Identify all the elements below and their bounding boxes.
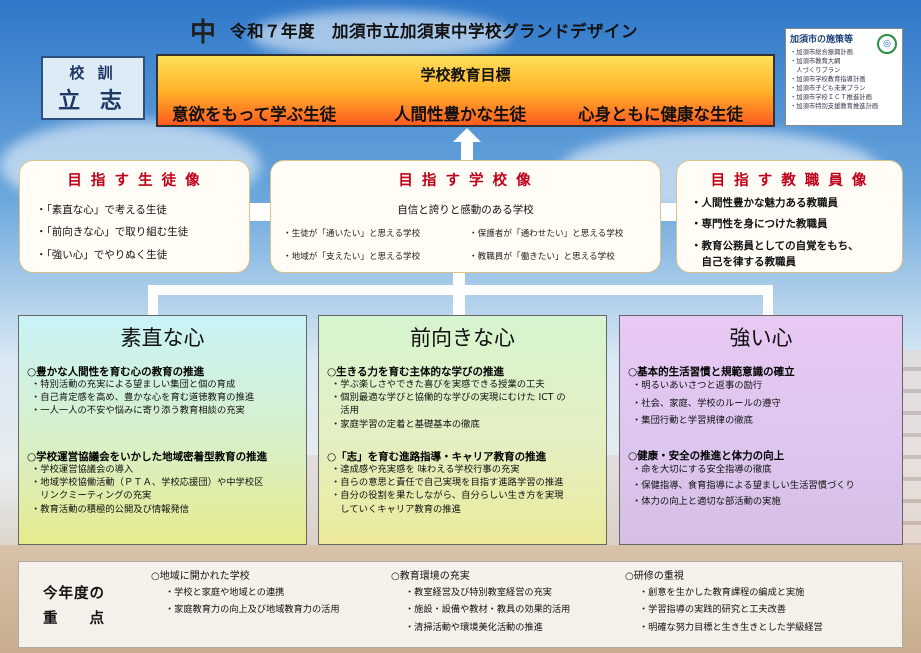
list-item: ・加須市学校ＩＣＴ推進計画 <box>790 94 872 101</box>
connector <box>763 285 773 315</box>
list-item: ・保健指導、食育指導による望ましい生活習慣づくり <box>632 480 855 491</box>
list-item: ・自分の役割を果たしながら、自分らしい生き方を実現 <box>331 490 564 501</box>
list-item: ・学ぶ楽しさやできた喜びを実感できる授業の工夫 <box>331 379 545 390</box>
list-item: ・地域学校協働活動（ＰＴＡ、学校応援団）や中学校区 <box>31 477 264 488</box>
pillar-title: 強い心 <box>729 326 793 350</box>
school-motto-box: 校 訓 立 志 <box>41 56 145 120</box>
list-item: ・社会、家庭、学校のルールの遵守 <box>632 398 781 409</box>
list-item: 自己を律する教職員 <box>691 256 796 268</box>
school-mark: 中 <box>190 17 217 48</box>
list-item: ・家庭教育力の向上及び地域教育力の活用 <box>165 604 340 615</box>
list-item: ・人間性豊かな魅力ある教職員 <box>691 197 838 209</box>
list-item: ・清掃活動や環境美化活動の推進 <box>405 622 543 633</box>
list-item: ・学校と家庭や地域との連携 <box>165 587 285 598</box>
city-policies-box: 加須市の施策等 ◎ ・加須市総合振興計画 ・加須市教育大綱 人づくりプラン ・加… <box>785 28 903 126</box>
pillar-maemuki: 前向きな心 ○生きる力を育む主体的な学びの推進 ・学ぶ楽しさやできた喜びを実感で… <box>318 315 607 545</box>
list-item: ・特別活動の充実による望ましい集団と個の育成 <box>31 379 236 390</box>
staff-aim-box: 目 指 す 教 職 員 像 ・人間性豊かな魅力ある教職員 ・専門性を身につけた教… <box>676 160 903 273</box>
focus-heading: ○地域に開かれた学校 <box>151 571 250 582</box>
list-item: ・家庭学習の定着と基礎基本の徹底 <box>331 419 480 430</box>
list-item: ・個別最適な学びと協働的な学びの実現にむけた ICT の <box>331 392 566 403</box>
focus-heading: ○研修の重視 <box>625 571 684 582</box>
list-item: ・施設・設備や教材・教具の効果的活用 <box>405 604 571 615</box>
list-item: ・「前向きな心」で取り組む生徒 <box>36 226 189 238</box>
goal-item: 心身ともに健康な生徒 <box>578 105 743 124</box>
motto-label: 校 訓 <box>69 63 117 82</box>
title-text: 令和７年度 加須市立加須東中学校グランドデザイン <box>230 22 639 41</box>
list-item: 人づくりプラン <box>790 67 841 74</box>
list-item: ・体力の向上と適切な部活動の実施 <box>632 496 781 507</box>
pillar-title: 素直な心 <box>120 326 205 350</box>
section-heading: ○学校運営協議会をいかした地域密着型教育の推進 <box>27 451 268 463</box>
list-item: ・達成感や充実感を 味わえる学校行事の充実 <box>331 464 520 475</box>
list-item: ・集団行動と学習規律の徹底 <box>632 415 753 426</box>
policies-list: ・加須市総合振興計画 ・加須市教育大綱 人づくりプラン ・加須市学校教育指導計画… <box>790 48 898 111</box>
list-item: ・教育活動の積極的公開及び情報発信 <box>31 504 190 515</box>
list-item: ・地域が「支えたい」と思える学校 <box>283 252 421 262</box>
arrow-up-icon <box>453 128 481 142</box>
list-item: ・自らの意思と責任で自己実現を目指す進路学習の推進 <box>331 477 564 488</box>
goal-title: 学校教育目標 <box>420 66 511 84</box>
list-item: ・加須市総合振興計画 <box>790 49 853 56</box>
school-aim-title: 目 指 す 学 校 像 <box>398 173 533 189</box>
list-item: ・命を大切にする安全指導の徹底 <box>632 464 772 475</box>
list-item: ・学習指導の実践的研究と工夫改善 <box>639 604 786 615</box>
list-item: 活用 <box>331 405 359 416</box>
list-item: ・加須市子ども未来プラン <box>790 85 866 92</box>
list-item: ・創意を生かした教育課程の編成と実施 <box>639 587 805 598</box>
section-heading: ○基本的生活習慣と規範意識の確立 <box>628 366 795 378</box>
list-item: ・明るいあいさつと返事の励行 <box>632 380 763 391</box>
list-item: リンクミーティングの充実 <box>31 490 152 501</box>
page-title: 中 令和７年度 加須市立加須東中学校グランドデザイン <box>190 16 639 48</box>
connector <box>148 285 158 315</box>
pillar-sunao: 素直な心 ○豊かな人間性を育む心の教育の推進 ・特別活動の充実による望ましい集団… <box>18 315 307 545</box>
list-item: ・明確な努力目標と生き生きとした学級経営 <box>639 622 823 633</box>
school-aim-box: 目 指 す 学 校 像 自信と誇りと感動のある学校 ・生徒が「通いたい」と思える… <box>270 160 661 273</box>
list-item: ・加須市特別支援教育推進計画 <box>790 103 879 110</box>
list-item: ・生徒が「通いたい」と思える学校 <box>283 229 421 239</box>
list-item: ・専門性を身につけた教職員 <box>691 218 828 230</box>
list-item: ・教育公務員としての自覚をもち、 <box>691 240 859 252</box>
policies-title: 加須市の施策等 <box>790 35 854 45</box>
education-goal-box: 学校教育目標 意欲をもって学ぶ生徒 人間性豊かな生徒 心身ともに健康な生徒 <box>156 54 775 127</box>
section-heading: ○「志」を育む進路指導・キャリア教育の推進 <box>327 451 547 463</box>
list-item: ・一人一人の不安や悩みに寄り添う教育相談の充実 <box>31 405 245 416</box>
list-item: ・教室経営及び特別教室経営の充実 <box>405 587 552 598</box>
list-item: ・学校運営協議会の導入 <box>31 464 134 475</box>
list-item: ・教職員が「働きたい」と思える学校 <box>469 252 615 262</box>
section-heading: ○豊かな人間性を育む心の教育の推進 <box>27 366 205 378</box>
list-item: ・加須市学校教育指導計画 <box>790 76 866 83</box>
school-aim-subtitle: 自信と誇りと感動のある学校 <box>397 204 534 216</box>
focus-label: 重 点 <box>43 611 105 627</box>
list-item: していくキャリア教育の推進 <box>331 504 461 515</box>
student-aim-title: 目 指 す 生 徒 像 <box>67 173 202 189</box>
list-item: ・自己肯定感を高め、豊かな心を育む道徳教育の推進 <box>31 392 255 403</box>
goal-item: 人間性豊かな生徒 <box>394 105 526 124</box>
annual-focus-box: 今年度の 重 点 ○地域に開かれた学校 ・学校と家庭や地域との連携 ・家庭教育力… <box>18 561 903 648</box>
list-item: ・保護者が「通わせたい」と思える学校 <box>469 229 624 239</box>
connector <box>249 203 271 221</box>
list-item: ・「強い心」でやりぬく生徒 <box>36 249 168 261</box>
list-item: ・加須市教育大綱 <box>790 58 841 65</box>
cloud-decoration <box>250 10 510 60</box>
section-heading: ○健康・安全の推進と体力の向上 <box>628 450 785 462</box>
motto-value: 立 志 <box>58 88 128 114</box>
list-item: ・「素直な心」で考える生徒 <box>36 204 167 216</box>
focus-heading: ○教育環境の充実 <box>391 571 470 582</box>
city-emblem-icon: ◎ <box>877 34 897 54</box>
connector <box>453 285 465 315</box>
staff-aim-title: 目 指 す 教 職 員 像 <box>710 173 869 189</box>
focus-label: 今年度の <box>43 586 105 602</box>
pillar-title: 前向きな心 <box>410 326 515 350</box>
section-heading: ○生きる力を育む主体的な学びの推進 <box>327 366 504 378</box>
goal-item: 意欲をもって学ぶ生徒 <box>172 105 337 124</box>
connector <box>660 203 676 221</box>
pillar-tsuyoi: 強い心 ○基本的生活習慣と規範意識の確立 ・明るいあいさつと返事の励行 ・社会、… <box>619 315 903 545</box>
student-aim-box: 目 指 す 生 徒 像 ・「素直な心」で考える生徒 ・「前向きな心」で取り組む生… <box>19 160 250 273</box>
